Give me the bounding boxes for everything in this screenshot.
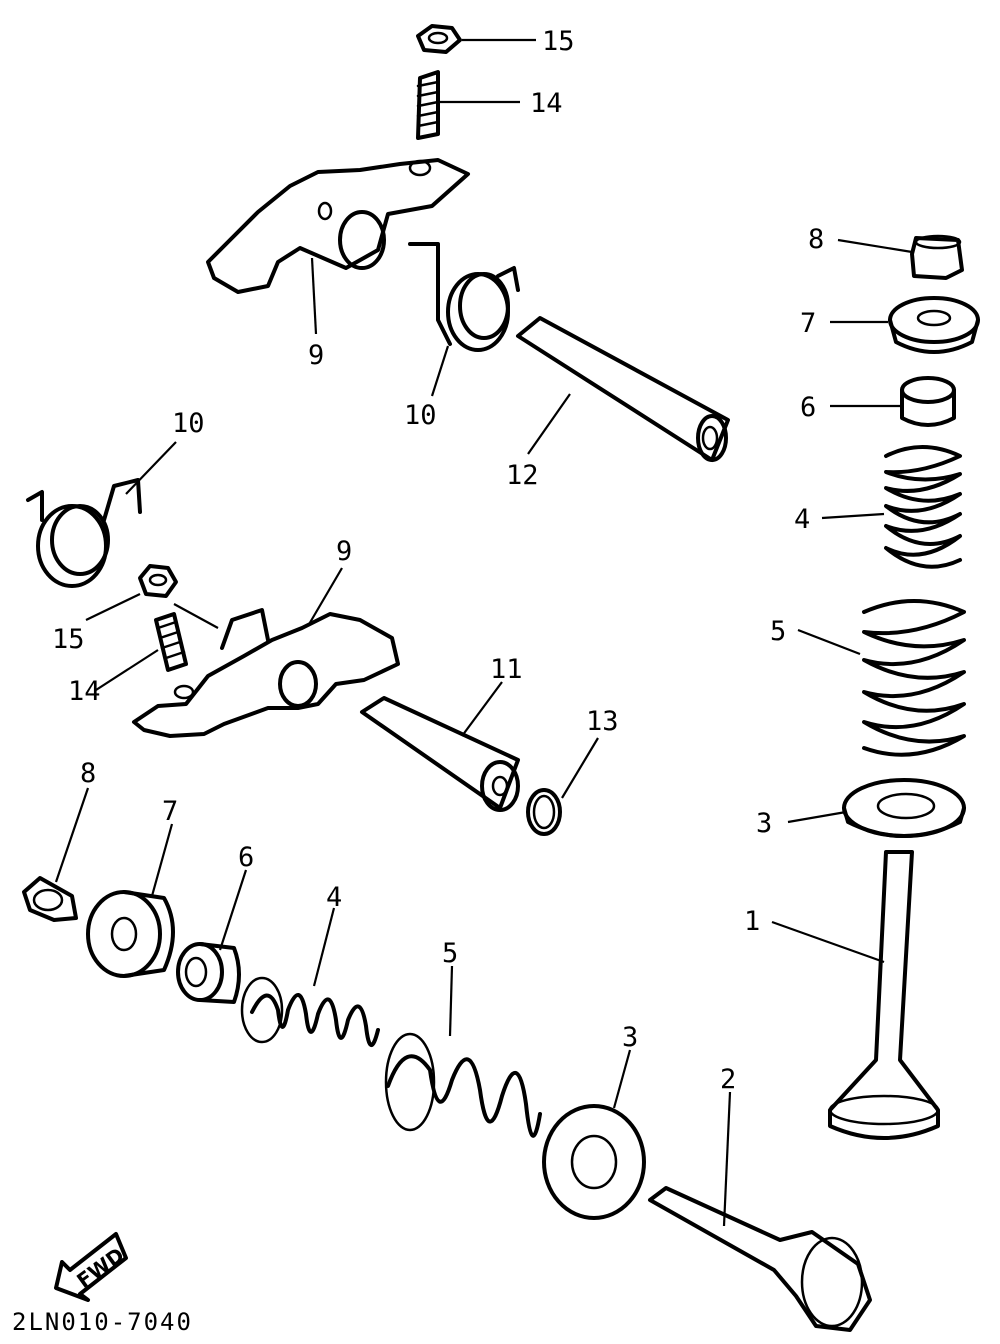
callout-10-top: 10: [404, 400, 437, 431]
callout-14-left: 14: [68, 676, 101, 707]
middle-rocker-arm: [132, 608, 400, 738]
top-adjust-screw: [416, 70, 440, 140]
right-spring-retainer: [888, 296, 980, 354]
callout-1: 1: [744, 906, 760, 937]
callout-6-low: 6: [238, 842, 254, 873]
callout-11: 11: [490, 654, 523, 685]
callout-3-low: 3: [622, 1022, 638, 1053]
callout-5-low: 5: [442, 938, 458, 969]
callout-3-right: 3: [756, 808, 772, 839]
callout-8-right: 8: [808, 224, 824, 255]
callout-6-right: 6: [800, 392, 816, 423]
middle-rocker-spring: [26, 478, 142, 588]
right-outer-spring: [862, 599, 966, 757]
callout-2: 2: [720, 1064, 736, 1095]
callout-4-low: 4: [326, 882, 342, 913]
callout-15-left: 15: [52, 624, 85, 655]
callout-10-left: 10: [172, 408, 205, 439]
top-rocker-spring: [408, 242, 520, 352]
callout-15-top: 15: [542, 26, 575, 57]
lower-inner-spring: [240, 976, 380, 1047]
diagram-code: 2LN010-7040: [12, 1308, 193, 1336]
top-rocker-shaft: [516, 316, 730, 462]
shaft-o-ring: [526, 788, 562, 836]
top-rocker-arm: [206, 158, 470, 294]
callout-9-mid: 9: [336, 536, 352, 567]
lower-spring-seat: [176, 942, 241, 1004]
right-valve: [828, 850, 940, 1140]
middle-locknut: [138, 564, 178, 598]
middle-adjust-screw: [154, 612, 188, 672]
lower-outer-spring: [384, 1032, 542, 1138]
callout-4-right: 4: [794, 504, 810, 535]
callout-14-top: 14: [530, 88, 563, 119]
callout-9-top: 9: [308, 340, 324, 371]
fwd-label: FWD: [72, 1243, 128, 1293]
lower-spring-retainer: [86, 890, 175, 978]
right-valve-cotter: [910, 234, 964, 280]
callout-5-right: 5: [770, 616, 786, 647]
lower-valve-cotter: [22, 876, 78, 922]
callout-12: 12: [506, 460, 539, 491]
lower-spring-seat-lower: [542, 1104, 646, 1220]
right-inner-spring: [884, 445, 962, 569]
fwd-arrow-icon: FWD: [54, 1232, 129, 1302]
right-spring-seat: [900, 376, 956, 427]
leader-lines: [54, 38, 913, 1227]
middle-rocker-shaft: [360, 696, 520, 812]
top-locknut: [416, 24, 462, 54]
right-spring-seat-lower: [842, 778, 966, 838]
callout-13: 13: [586, 706, 619, 737]
callout-7-right: 7: [800, 308, 816, 339]
callout-8-low: 8: [80, 758, 96, 789]
callout-7-low: 7: [162, 796, 178, 827]
lower-valve: [648, 1186, 872, 1332]
